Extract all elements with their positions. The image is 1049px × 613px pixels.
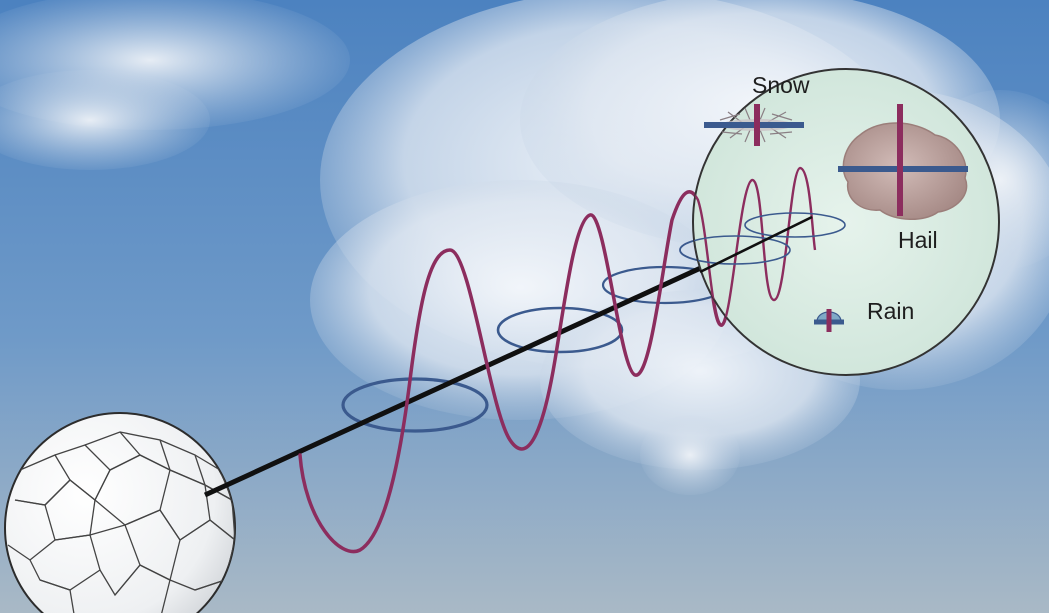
hail-particle: [838, 104, 968, 220]
snow-particle: [704, 104, 804, 146]
rain-drop: [814, 309, 844, 332]
label-snow: Snow: [752, 72, 810, 98]
label-hail: Hail: [898, 227, 938, 253]
radar-dome: [4, 412, 236, 613]
label-rain: Rain: [867, 298, 914, 324]
